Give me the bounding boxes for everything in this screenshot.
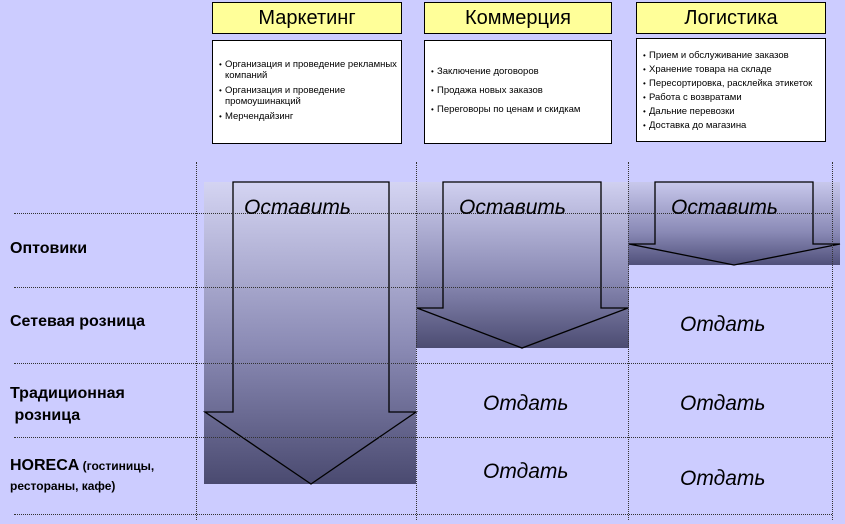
task-item: Пересортировка, расклейка этикеток bbox=[643, 78, 821, 89]
task-item: Прием и обслуживание заказов bbox=[643, 50, 821, 61]
task-item: Работа с возвратами bbox=[643, 92, 821, 103]
task-item: Переговоры по ценам и скидкам bbox=[431, 104, 607, 115]
task-item: Дальние перевозки bbox=[643, 106, 821, 117]
col-divider bbox=[832, 162, 833, 520]
row-label-wholesale: Оптовики bbox=[10, 240, 88, 257]
header-marketing: Маркетинг bbox=[212, 2, 402, 34]
cell-give-logistics-traditional: Отдать bbox=[680, 392, 766, 415]
row-label-line: розница bbox=[10, 407, 81, 424]
cell-give-commerce-horeca: Отдать bbox=[483, 460, 569, 483]
col-divider bbox=[628, 162, 629, 520]
cell-keep-commerce: Оставить bbox=[459, 196, 566, 219]
row-label-horeca-main: HORECA bbox=[10, 457, 80, 474]
cell-give-commerce-traditional: Отдать bbox=[483, 392, 569, 415]
task-item: Мерчендайзинг bbox=[219, 111, 397, 122]
tasks-commerce: Заключение договоров Продажа новых заказ… bbox=[424, 40, 612, 144]
tasks-logistics: Прием и обслуживание заказов Хранение то… bbox=[636, 38, 826, 142]
row-divider bbox=[14, 363, 832, 364]
row-label-line: Традиционная bbox=[10, 385, 125, 402]
tasks-marketing: Организация и проведение рекламных компа… bbox=[212, 40, 402, 144]
task-item: Доставка до магазина bbox=[643, 120, 821, 131]
col-divider bbox=[196, 162, 197, 520]
header-commerce: Коммерция bbox=[424, 2, 612, 34]
task-item: Организация и проведение рекламных компа… bbox=[219, 59, 397, 81]
cell-give-logistics-chain: Отдать bbox=[680, 313, 766, 336]
task-item: Заключение договоров bbox=[431, 66, 607, 77]
arrow-logistics-bg bbox=[628, 182, 840, 265]
row-divider bbox=[14, 287, 832, 288]
row-divider bbox=[14, 437, 832, 438]
arrow-marketing bbox=[202, 181, 419, 485]
row-divider bbox=[14, 514, 832, 515]
cell-give-logistics-horeca: Отдать bbox=[680, 467, 766, 490]
row-label-horeca-note: (гостиницы, bbox=[79, 459, 155, 473]
row-label-horeca: HORECA (гостиницы, рестораны, кафе) bbox=[10, 456, 154, 496]
row-label-line: рестораны, кафе) bbox=[10, 479, 116, 493]
row-label-traditional-retail: Традиционная розница bbox=[10, 383, 125, 427]
cell-keep-marketing: Оставить bbox=[244, 196, 351, 219]
header-logistics: Логистика bbox=[636, 2, 826, 34]
cell-keep-logistics: Оставить bbox=[671, 196, 778, 219]
arrow-commerce bbox=[416, 181, 629, 349]
arrow-marketing-bg bbox=[204, 182, 416, 484]
row-divider bbox=[14, 213, 832, 214]
task-item: Продажа новых заказов bbox=[431, 85, 607, 96]
row-label-chain-retail: Сетевая розница bbox=[10, 313, 145, 330]
task-item: Хранение товара на складе bbox=[643, 64, 821, 75]
arrow-logistics bbox=[628, 181, 841, 266]
task-item: Организация и проведение промоушинакций bbox=[219, 85, 397, 107]
col-divider bbox=[416, 162, 417, 520]
